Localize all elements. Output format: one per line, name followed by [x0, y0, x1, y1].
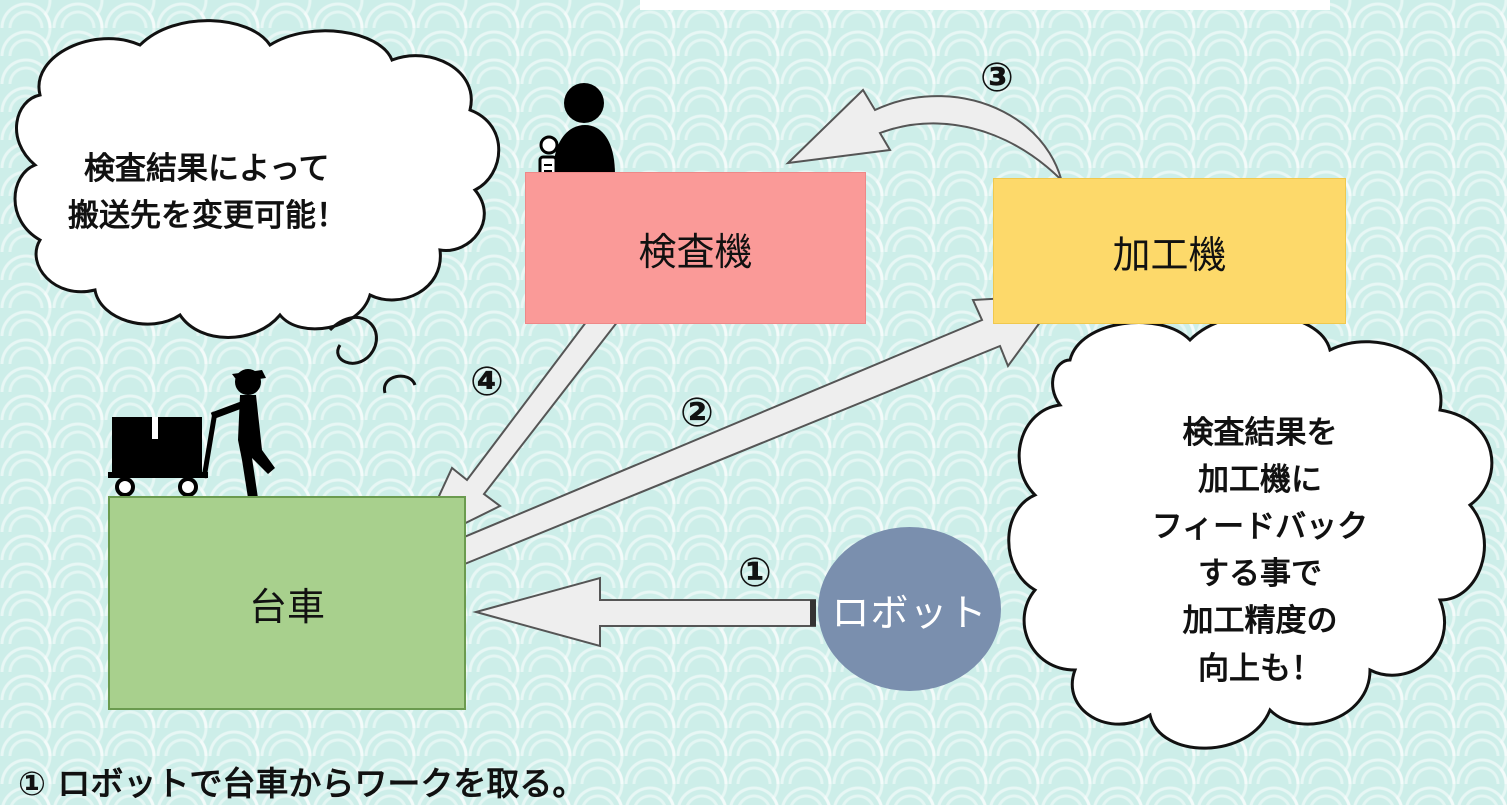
left-cloud-line-1: 検査結果によって	[84, 151, 330, 187]
top-strip	[640, 0, 1330, 10]
right-cloud-line-1: 検査結果を	[1182, 415, 1338, 451]
robot-label: ロボット	[831, 590, 988, 635]
bottom-caption: ① ロボットで台車からワークを取る。	[18, 764, 586, 803]
arrow-step-1	[472, 576, 816, 648]
step-label-1: ①	[738, 550, 772, 596]
processing-machine-box: 加工機	[993, 178, 1346, 324]
step-label-2: ②	[680, 390, 714, 436]
right-cloud-line-3: フィードバック	[1151, 509, 1369, 546]
right-cloud-line-5: 加工精度の	[1182, 603, 1338, 640]
right-cloud-line-2: 加工機に	[1198, 462, 1322, 499]
worker-pushing-cart-icon	[108, 369, 275, 498]
left-thought-cloud	[13, 19, 501, 339]
cart-label: 台車	[248, 584, 325, 629]
robot-node: ロボット	[818, 527, 1001, 691]
inspection-machine-box: 検査機	[525, 172, 866, 324]
left-cloud-text: 検査結果によって 搬送先を変更可能！	[68, 146, 347, 239]
right-speech-cloud	[1007, 313, 1494, 750]
thought-bubble-tiny	[383, 374, 417, 394]
step-label-3: ③	[980, 55, 1014, 101]
left-cloud-line-2: 搬送先を変更可能！	[68, 197, 347, 234]
right-cloud-line-6: 向上も！	[1198, 650, 1322, 687]
step-label-4: ④	[470, 359, 504, 405]
inspection-machine-label: 検査機	[638, 229, 753, 274]
processing-machine-label: 加工機	[1112, 232, 1227, 277]
right-cloud-text: 検査結果を 加工機に フィードバック する事で 加工精度の 向上も！	[1095, 410, 1425, 693]
thought-bubble-small	[328, 316, 378, 365]
person-with-badge-icon	[538, 83, 615, 181]
right-cloud-line-4: する事で	[1198, 556, 1322, 593]
cart-box: 台車	[108, 496, 466, 710]
